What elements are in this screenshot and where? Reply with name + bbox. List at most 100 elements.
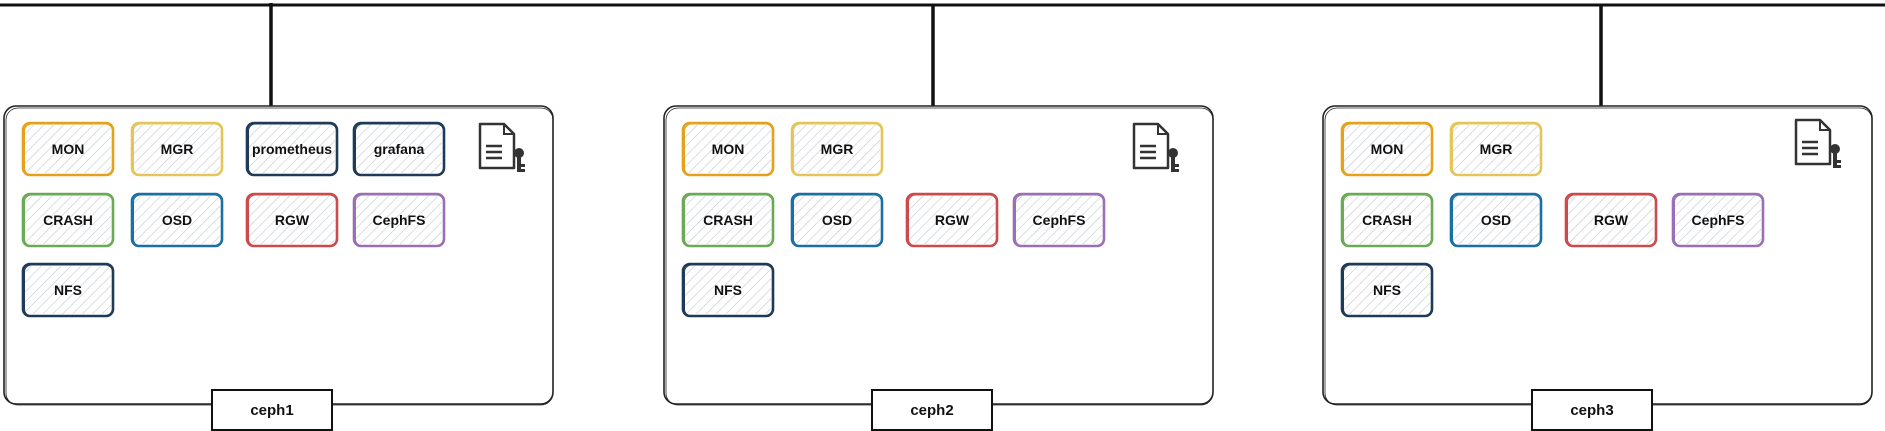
- service-mon[interactable]: MON: [1340, 121, 1434, 177]
- service-cephfs[interactable]: CephFS: [1012, 192, 1106, 248]
- service-box-fill: [1568, 196, 1654, 244]
- service-crash[interactable]: CRASH: [21, 192, 115, 248]
- host-label: ceph3: [1570, 402, 1613, 419]
- service-box-fill: [356, 196, 442, 244]
- service-cephfs[interactable]: CephFS: [352, 192, 446, 248]
- service-mgr[interactable]: MGR: [1449, 121, 1543, 177]
- service-box-sketch: [1674, 194, 1763, 247]
- service-nfs[interactable]: NFS: [681, 262, 775, 318]
- service-box-fill: [685, 125, 771, 173]
- service-box-fill: [134, 196, 220, 244]
- network-bus: [0, 3, 1885, 106]
- host-ceph3[interactable]: MON MGR CRASH OSD RGW CephFS NFS ceph3: [1322, 105, 1873, 431]
- service-box-sketch: [133, 194, 222, 247]
- service-box-sketch: [248, 123, 337, 176]
- document-key-icon: [1794, 118, 1841, 168]
- service-label: RGW: [935, 212, 970, 228]
- service-label: grafana: [374, 141, 425, 157]
- service-crash[interactable]: CRASH: [681, 192, 775, 248]
- service-nfs[interactable]: NFS: [1340, 262, 1434, 318]
- service-label: NFS: [54, 282, 82, 298]
- service-box-fill: [134, 125, 220, 173]
- service-label: NFS: [1373, 282, 1401, 298]
- service-box-fill: [794, 196, 880, 244]
- service-mon[interactable]: MON: [681, 121, 775, 177]
- host-label: ceph2: [910, 402, 953, 419]
- service-label: RGW: [275, 212, 310, 228]
- document-key-icon: [1132, 122, 1179, 172]
- service-label: OSD: [822, 212, 852, 228]
- service-rgw[interactable]: RGW: [245, 192, 339, 248]
- service-box-sketch: [1343, 123, 1432, 176]
- service-box-sketch: [24, 194, 113, 247]
- service-box-sketch: [355, 123, 444, 176]
- service-box-fill: [1453, 196, 1539, 244]
- service-box-sketch: [133, 123, 222, 176]
- service-mon[interactable]: MON: [21, 121, 115, 177]
- service-nfs[interactable]: NFS: [21, 262, 115, 318]
- service-box-fill: [1344, 125, 1430, 173]
- service-box-sketch: [793, 123, 882, 176]
- service-box-sketch: [1343, 194, 1432, 247]
- service-box-fill: [356, 125, 442, 173]
- service-box-fill: [909, 196, 995, 244]
- service-label: RGW: [1594, 212, 1629, 228]
- service-box-sketch: [248, 194, 337, 247]
- service-osd[interactable]: OSD: [130, 192, 224, 248]
- service-box-fill: [1344, 266, 1430, 314]
- host-ceph2[interactable]: MON MGR CRASH OSD RGW CephFS NFS ceph2: [663, 105, 1214, 431]
- service-box-fill: [685, 266, 771, 314]
- service-box-fill: [1344, 196, 1430, 244]
- service-osd[interactable]: OSD: [1449, 192, 1543, 248]
- service-box-sketch: [684, 264, 773, 317]
- service-rgw[interactable]: RGW: [1564, 192, 1658, 248]
- service-label: CRASH: [43, 212, 93, 228]
- service-label: MON: [712, 141, 745, 157]
- service-box-sketch: [1015, 194, 1104, 247]
- service-box-sketch: [793, 194, 882, 247]
- service-cephfs[interactable]: CephFS: [1671, 192, 1765, 248]
- service-label: OSD: [1481, 212, 1511, 228]
- service-label: OSD: [162, 212, 192, 228]
- service-prometheus[interactable]: prometheus: [245, 121, 339, 177]
- service-box-sketch: [684, 123, 773, 176]
- service-crash[interactable]: CRASH: [1340, 192, 1434, 248]
- service-label: CephFS: [1692, 212, 1745, 228]
- service-label: MON: [52, 141, 85, 157]
- service-box-sketch: [1567, 194, 1656, 247]
- service-box-fill: [249, 196, 335, 244]
- service-box-fill: [25, 125, 111, 173]
- host-label: ceph1: [250, 402, 293, 419]
- service-label: MGR: [161, 141, 194, 157]
- service-rgw[interactable]: RGW: [905, 192, 999, 248]
- service-label: MGR: [1480, 141, 1513, 157]
- service-label: CRASH: [703, 212, 753, 228]
- service-label: MON: [1371, 141, 1404, 157]
- service-box-fill: [1675, 196, 1761, 244]
- document-key-icon: [478, 122, 525, 172]
- service-box-fill: [249, 125, 335, 173]
- service-box-fill: [25, 266, 111, 314]
- service-box-fill: [25, 196, 111, 244]
- service-box-fill: [794, 125, 880, 173]
- host-label-box: [1531, 389, 1653, 431]
- service-box-sketch: [1452, 123, 1541, 176]
- service-grafana[interactable]: grafana: [352, 121, 446, 177]
- service-box-sketch: [355, 194, 444, 247]
- service-box-sketch: [1452, 194, 1541, 247]
- service-box-sketch: [24, 264, 113, 317]
- service-box-sketch: [24, 123, 113, 176]
- host-label-box: [211, 389, 333, 431]
- service-box-sketch: [908, 194, 997, 247]
- service-box-sketch: [1343, 264, 1432, 317]
- service-label: MGR: [821, 141, 854, 157]
- service-box-fill: [685, 196, 771, 244]
- service-label: prometheus: [252, 141, 332, 157]
- host-label-box: [871, 389, 993, 431]
- service-osd[interactable]: OSD: [790, 192, 884, 248]
- service-mgr[interactable]: MGR: [790, 121, 884, 177]
- service-box-sketch: [684, 194, 773, 247]
- service-mgr[interactable]: MGR: [130, 121, 224, 177]
